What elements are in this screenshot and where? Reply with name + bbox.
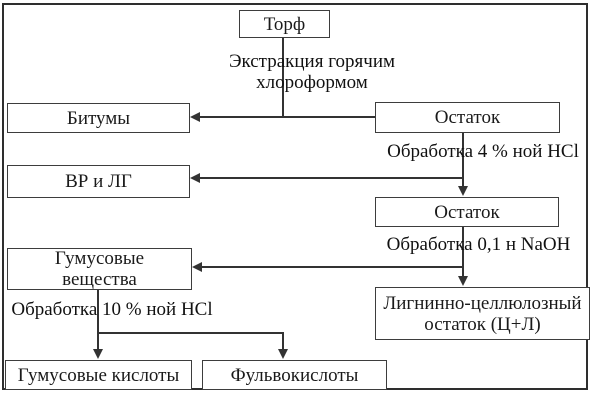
connector-to-vrlg xyxy=(192,177,464,179)
edge-label-naoh: Обработка 0,1 н NaOH xyxy=(386,234,571,255)
arrowhead-left-bitumy-icon xyxy=(190,112,200,122)
arrowhead-left-vrlg-icon xyxy=(190,173,200,183)
edge-label-extraction-line2: хлороформом xyxy=(256,72,368,93)
connector-ostatok1-down xyxy=(462,133,464,187)
node-ostatok2: Остаток xyxy=(375,197,559,227)
connector-to-gumves xyxy=(194,266,464,268)
node-fulvo-label: Фульвокислоты xyxy=(230,364,359,386)
edge-label-hcl10: Обработка 10 % ной HCl xyxy=(11,299,213,320)
connector-to-bitumy xyxy=(192,116,375,118)
node-lignin-line2: остаток (Ц+Л) xyxy=(424,313,541,335)
arrowhead-down-lignin-icon xyxy=(458,276,468,286)
connector-torf-down xyxy=(282,38,284,116)
node-gumkis: Гумусовые кислоты xyxy=(5,360,192,390)
arrowhead-down-ostatok2-icon xyxy=(458,186,468,196)
node-torf-label: Торф xyxy=(263,13,306,35)
node-lignin: Лигнинно-целлюлозный остаток (Ц+Л) xyxy=(375,287,590,340)
edge-label-extraction-line1: Экстракция горячим xyxy=(228,51,396,72)
arrowhead-down-gumkis-icon xyxy=(93,349,103,359)
node-torf: Торф xyxy=(239,10,330,38)
node-ostatok1-label: Остаток xyxy=(434,107,501,128)
connector-to-fulvo xyxy=(282,332,284,350)
edge-label-hcl4: Обработка 4 % ной HCl xyxy=(387,141,579,162)
connector-branch xyxy=(97,332,284,334)
node-vrlg: ВР и ЛГ xyxy=(7,165,190,198)
node-fulvo: Фульвокислоты xyxy=(202,360,387,390)
arrowhead-down-fulvo-icon xyxy=(278,349,288,359)
node-bitumy: Битумы xyxy=(7,103,190,133)
edge-label-extraction: Экстракция горячим хлороформом xyxy=(212,51,412,93)
connector-ostatok2-down xyxy=(462,227,464,277)
node-gumves-line1: Гумусовые xyxy=(54,248,145,269)
node-ostatok1: Остаток xyxy=(375,102,560,133)
node-vrlg-label: ВР и ЛГ xyxy=(65,171,132,192)
node-bitumy-label: Битумы xyxy=(66,107,131,129)
node-gumves-line2: вещества xyxy=(62,269,137,290)
node-lignin-line1: Лигнинно-целлюлозный xyxy=(383,292,582,314)
arrowhead-left-gumves-icon xyxy=(192,262,202,272)
connector-gumves-down xyxy=(97,290,99,350)
node-gumkis-label: Гумусовые кислоты xyxy=(17,364,180,386)
node-gumves: Гумусовые вещества xyxy=(7,248,192,290)
node-ostatok2-label: Остаток xyxy=(434,201,500,223)
